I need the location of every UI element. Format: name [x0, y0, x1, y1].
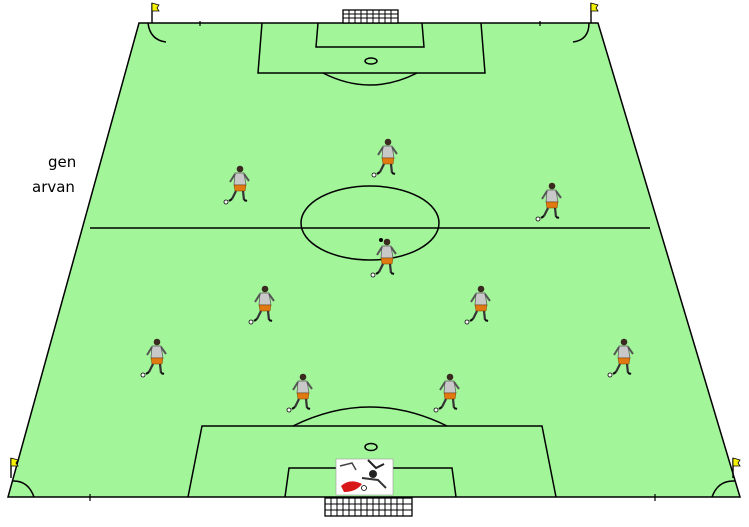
corner-flag-icon [591, 3, 598, 23]
side-text-line-1: gen [48, 150, 76, 175]
goalkeeper-icon [336, 459, 393, 495]
top-goal [343, 10, 398, 23]
corner-flag-icon [152, 3, 159, 23]
centre-spot [379, 238, 383, 242]
side-text-line-2: arvan [32, 175, 75, 200]
bottom-goal [325, 498, 412, 516]
